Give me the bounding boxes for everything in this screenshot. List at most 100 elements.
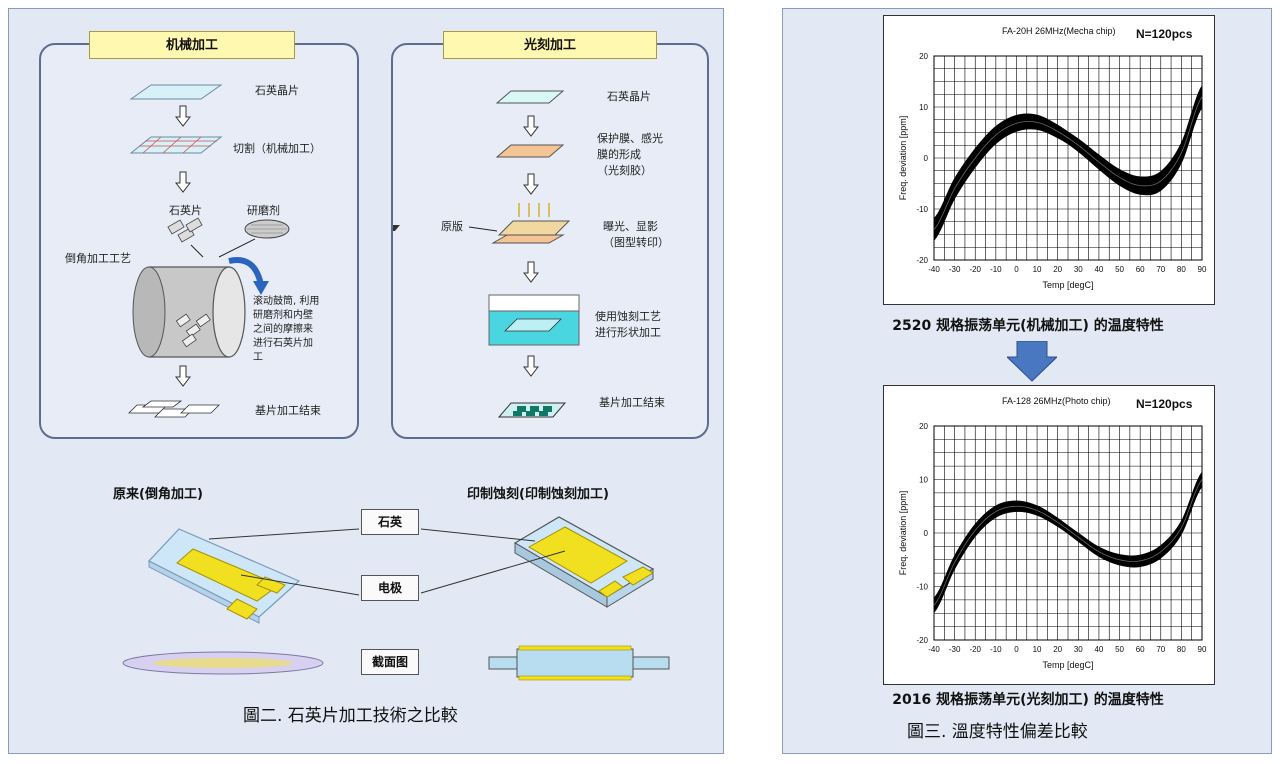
quartz-wafer-icon — [495, 90, 565, 104]
x-tick-label: -40 — [928, 645, 940, 654]
y-tick-label: -10 — [916, 583, 928, 592]
photo-chip-temperature-chart: FA-128 26MHz(Photo chip) N=120pcs -40 -30 -2… — [898, 396, 1207, 670]
x-tick-label: 60 — [1136, 265, 1145, 274]
x-tick-label: -10 — [990, 265, 1002, 274]
x-tick-label: 80 — [1177, 645, 1186, 654]
y-axis-label: Freq. deviation [ppm] — [898, 491, 908, 576]
photo-step-resist-label: 保护膜、感光 膜的形成 （光刻胶） — [597, 132, 663, 177]
down-arrow-icon — [175, 365, 191, 387]
mech-step-bevel-description: 滚动鼓筒, 利用 研磨剂和内壁 之间的摩擦来 进行石英片加 工 — [253, 296, 320, 363]
figure-3-caption: 圖三. 溫度特性偏差比較 — [907, 722, 1088, 742]
x-tick-label: -40 — [928, 265, 940, 274]
sample-count-label: N=120pcs — [1136, 27, 1193, 41]
quartz-chips-icon — [167, 217, 203, 243]
mech-step-chip-label: 石英片 — [169, 204, 202, 217]
y-tick-label: 20 — [919, 52, 928, 61]
series-line — [933, 479, 1203, 606]
x-tick-label: 20 — [1053, 265, 1062, 274]
photo-chip-chart-frame: FA-128 26MHz(Photo chip) N=120pcs -40 -30 -2… — [883, 385, 1215, 685]
photo-step-exposure-label: 曝光、显影 （图型转印） — [603, 220, 669, 249]
x-tick-label: 70 — [1156, 645, 1165, 654]
mechanical-process-box: 机械加工 — [39, 31, 359, 439]
mechanical-box-title: 机械加工 — [89, 31, 295, 59]
x-tick-label: -20 — [969, 265, 981, 274]
x-tick-label: 90 — [1198, 265, 1207, 274]
photo-etch-method-title: 印制蚀刻(印制蚀刻加工) — [467, 487, 609, 502]
chart-1-caption: 2520 规格振荡单元(机械加工) 的温度特性 — [892, 318, 1164, 334]
y-tick-label: 0 — [924, 154, 929, 163]
finished-chips-icon — [128, 400, 220, 418]
exposure-mask-icon — [393, 203, 571, 244]
chip-comparison-illustration — [122, 516, 670, 681]
photolithography-process-illustration — [393, 90, 580, 418]
sample-count-label: N=120pcs — [1136, 397, 1193, 411]
x-tick-label: 60 — [1136, 645, 1145, 654]
y-tick-label: 10 — [919, 103, 928, 112]
y-tick-label: -10 — [916, 205, 928, 214]
mecha-chip-temperature-chart: FA-20H 26MHz(Mecha chip) N=120pcs -40 -30 -2… — [898, 26, 1207, 290]
photo-cross-section-icon — [488, 645, 670, 681]
mech-step-done-label: 基片加工结束 — [255, 404, 321, 417]
deviation-band — [933, 84, 1203, 242]
photo-step-wafer-label: 石英晶片 — [607, 90, 651, 103]
y-tick-label: 0 — [924, 529, 929, 538]
quartz-wafer-icon — [129, 84, 223, 100]
x-tick-label: 10 — [1033, 645, 1042, 654]
chart-title: FA-128 26MHz(Photo chip) — [1002, 396, 1111, 406]
x-tick-label: 40 — [1094, 265, 1103, 274]
x-tick-label: 90 — [1198, 645, 1207, 654]
x-tick-label: 40 — [1094, 645, 1103, 654]
photoresist-icon — [495, 144, 565, 158]
conventional-method-title: 原来(倒角加工) — [113, 487, 203, 502]
cut-wafer-icon — [129, 136, 223, 154]
electrode-label: 电极 — [361, 575, 419, 601]
y-tick-label: 10 — [919, 476, 928, 485]
down-arrow-icon — [175, 171, 191, 193]
mech-step-abrasive-label: 研磨剂 — [247, 204, 280, 217]
mech-step-bevel-label: 倒角加工工艺 — [65, 252, 131, 265]
x-tick-label: 70 — [1156, 265, 1165, 274]
x-tick-label: -10 — [990, 645, 1002, 654]
down-arrow-icon — [523, 115, 539, 137]
y-tick-label: -20 — [916, 256, 928, 265]
photo-step-etch-label: 使用蚀刻工艺 进行形状加工 — [595, 310, 661, 339]
figure-2-caption: 圖二. 石英片加工技術之比較 — [243, 706, 458, 726]
series-line — [933, 96, 1203, 230]
x-tick-label: 20 — [1053, 645, 1062, 654]
photo-step-mask-label: 原版 — [441, 220, 463, 233]
x-tick-label: -30 — [949, 645, 961, 654]
down-arrow-icon — [175, 105, 191, 127]
photo-step-done-label: 基片加工结束 — [599, 396, 665, 409]
x-tick-label: 80 — [1177, 265, 1186, 274]
down-arrow-icon — [523, 355, 539, 377]
x-axis-label: Temp [degC] — [1042, 660, 1093, 670]
chart-title: FA-20H 26MHz(Mecha chip) — [1002, 26, 1116, 36]
x-tick-label: 10 — [1033, 265, 1042, 274]
photolithography-process-box: 光刻加工 — [391, 31, 709, 439]
y-tick-label: 20 — [919, 422, 928, 431]
tumbling-drum-icon — [132, 266, 246, 358]
quartz-label: 石英 — [361, 509, 419, 535]
x-axis-label: Temp [degC] — [1042, 280, 1093, 290]
mech-step-wafer-label: 石英晶片 — [255, 84, 299, 97]
x-tick-label: 30 — [1074, 645, 1083, 654]
x-tick-label: 50 — [1115, 265, 1124, 274]
figure-3-panel: FA-20H 26MHz(Mecha chip) N=120pcs -40 -30 -2… — [782, 8, 1272, 754]
x-tick-label: 0 — [1014, 265, 1019, 274]
down-arrow-icon — [523, 173, 539, 195]
x-tick-label: 50 — [1115, 645, 1124, 654]
etching-bath-icon — [488, 294, 580, 346]
rotation-arrow-icon — [228, 257, 264, 286]
deviation-band — [933, 471, 1203, 614]
photo-etched-chip-icon — [513, 516, 655, 608]
mechanical-process-illustration — [128, 84, 290, 418]
y-axis-label: Freq. deviation [ppm] — [898, 116, 908, 201]
bevel-chip-icon — [148, 528, 301, 624]
figure-2-panel: 机械加工 — [8, 8, 724, 754]
finished-chips-icon — [497, 402, 567, 418]
x-tick-label: -20 — [969, 645, 981, 654]
cross-section-label: 截面图 — [361, 649, 419, 675]
x-tick-label: -30 — [949, 265, 961, 274]
chart-2-caption: 2016 规格振荡单元(光刻加工) 的温度特性 — [892, 692, 1164, 708]
x-tick-label: 30 — [1074, 265, 1083, 274]
